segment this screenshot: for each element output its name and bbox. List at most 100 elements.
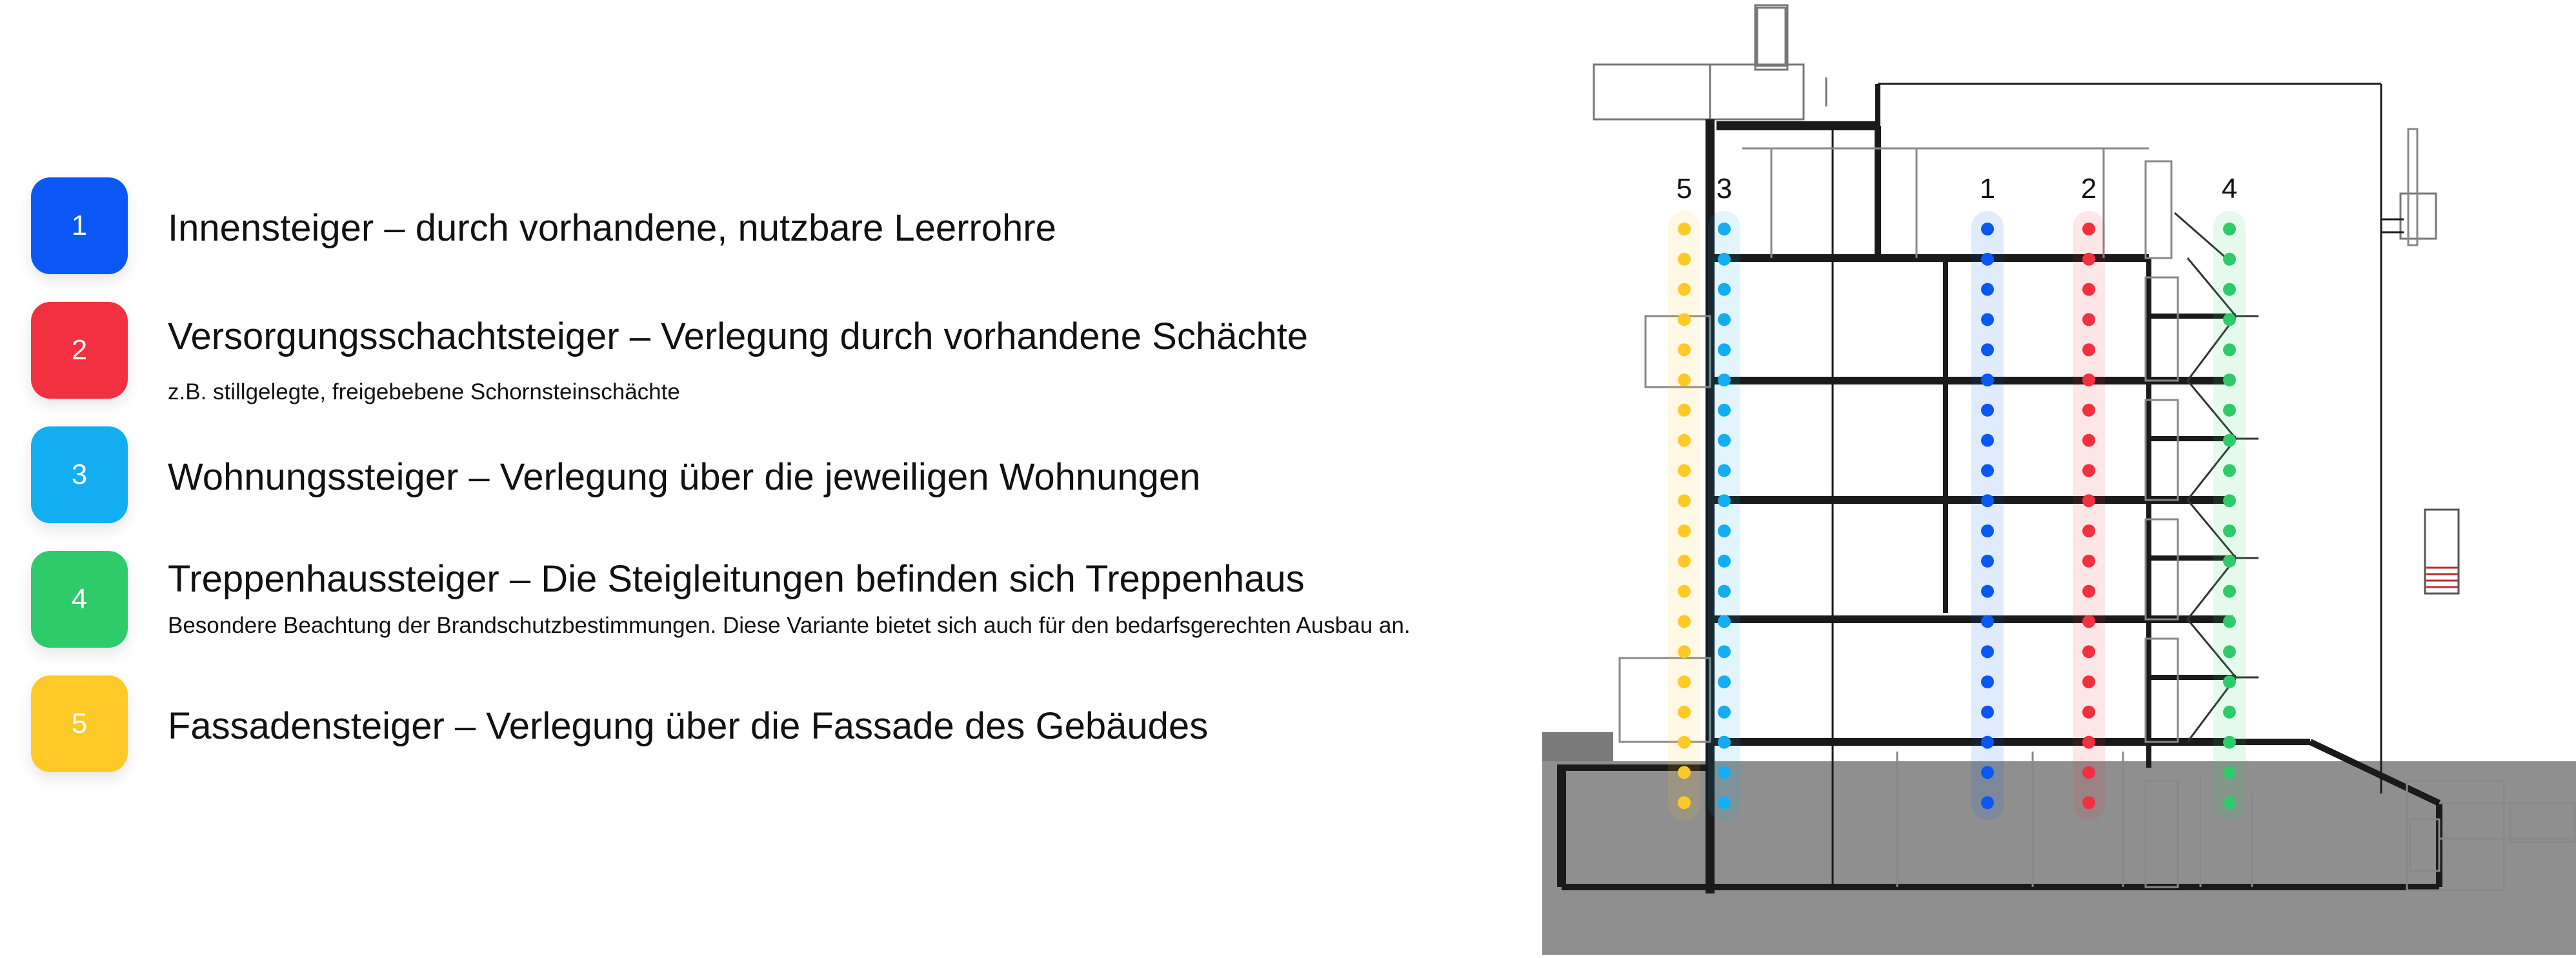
legend-title-2: Versorgungsschachtsteiger – Verlegung du… xyxy=(168,315,1308,357)
riser-5-dot xyxy=(1678,223,1691,235)
legend-subtitle-4: Besondere Beachtung der Brandschutzbesti… xyxy=(168,613,1411,638)
riser-5-dot xyxy=(1678,645,1691,659)
riser-4-dot xyxy=(2223,705,2236,719)
riser-3-dot xyxy=(1718,796,1731,810)
riser-1-dot xyxy=(1981,252,1994,266)
riser-1-dot xyxy=(1981,705,1994,719)
riser-3-dot xyxy=(1718,675,1731,688)
riser-4-dot xyxy=(2223,494,2236,508)
legend: 1 Innensteiger – durch vorhandene, nutzb… xyxy=(31,177,1411,772)
riser-5-dot xyxy=(1678,313,1691,326)
riser-2-dot xyxy=(2082,343,2095,357)
riser-5-dot xyxy=(1678,615,1691,628)
riser-3-dot xyxy=(1718,464,1731,477)
riser-1-dot xyxy=(1981,735,1994,749)
riser-2-label: 2 xyxy=(2081,173,2097,205)
ground-slope xyxy=(1542,732,1613,761)
badge-4: 4 xyxy=(31,551,128,648)
riser-5-dot xyxy=(1678,796,1691,810)
riser-4-dot xyxy=(2223,374,2236,386)
badge-1: 1 xyxy=(31,177,128,274)
riser-2-dot xyxy=(2082,645,2095,659)
riser-3-dot xyxy=(1718,494,1731,508)
riser-2-dot xyxy=(2082,283,2095,296)
riser-2-dot xyxy=(2082,705,2095,719)
riser-4-dot xyxy=(2223,223,2236,235)
riser-3-dot xyxy=(1718,524,1731,537)
building-section-drawing: 53 1 2 4 xyxy=(1542,4,2576,955)
riser-4-dot xyxy=(2223,283,2236,296)
landings xyxy=(2149,314,2236,680)
riser-1-label: 1 xyxy=(1980,173,1995,205)
riser-1-dot xyxy=(1981,615,1994,628)
riser-2-dot xyxy=(2082,796,2095,810)
riser-1-dot xyxy=(1981,524,1994,537)
legend-subtitle-2: z.B. stillgelegte, freigebebene Schornst… xyxy=(168,379,680,404)
riser-2-dot xyxy=(2082,584,2095,598)
riser-1-dot xyxy=(1981,223,1994,235)
riser-2-dot xyxy=(2082,374,2095,386)
riser-1-dot xyxy=(1981,403,1994,417)
riser-1-dot xyxy=(1981,313,1994,326)
riser-1-dot xyxy=(1981,283,1994,296)
riser-3-dot xyxy=(1718,735,1731,749)
riser-2-dot xyxy=(2082,252,2095,266)
riser-5-dot xyxy=(1678,403,1691,417)
riser-2-dot xyxy=(2082,434,2095,447)
riser-5-dot xyxy=(1678,343,1691,357)
riser-2-dot xyxy=(2082,615,2095,628)
riser-1-dot xyxy=(1981,645,1994,659)
riser-5-dot xyxy=(1678,766,1691,779)
badge-3: 3 xyxy=(31,426,128,523)
riser-3-track xyxy=(1708,211,1740,821)
riser-4-dot xyxy=(2223,584,2236,598)
legend-title-3: Wohnungssteiger – Verlegung über die jew… xyxy=(168,456,1201,498)
riser-2-dot xyxy=(2082,464,2095,477)
riser-3-dot xyxy=(1718,434,1731,447)
riser-4-dot xyxy=(2223,796,2236,810)
riser-5-dot xyxy=(1678,283,1691,296)
staircase xyxy=(2174,212,2259,743)
riser-1-dot xyxy=(1981,464,1994,477)
badge-5: 5 xyxy=(31,675,128,772)
riser-1-track xyxy=(1971,211,2004,821)
riser-5-label: 5 xyxy=(1676,173,1692,205)
riser-1-dot xyxy=(1981,434,1994,447)
riser-5-dot xyxy=(1678,464,1691,477)
riser-1-dot xyxy=(1981,494,1994,508)
riser-5-dot xyxy=(1678,584,1691,598)
riser-2-dot xyxy=(2082,766,2095,779)
badge-2: 2 xyxy=(31,302,128,399)
legend-title-4: Treppenhaussteiger – Die Steigleitungen … xyxy=(168,558,1305,600)
riser-4-dot xyxy=(2223,313,2236,326)
riser-5-dot xyxy=(1678,554,1691,568)
riser-3-dot xyxy=(1718,374,1731,386)
riser-5-dot xyxy=(1678,494,1691,508)
riser-2-dot xyxy=(2082,313,2095,326)
riser-4-label: 4 xyxy=(2222,173,2237,205)
riser-2-dot xyxy=(2082,675,2095,688)
legend-title-1: Innensteiger – durch vorhandene, nutzbar… xyxy=(168,207,1056,249)
riser-4-dot xyxy=(2223,766,2236,779)
riser-4-dot xyxy=(2223,403,2236,417)
riser-3-dot xyxy=(1718,343,1731,357)
riser-3-dot xyxy=(1718,554,1731,568)
riser-1-dot xyxy=(1981,343,1994,357)
riser-5-dot xyxy=(1678,434,1691,447)
riser-2-track xyxy=(2073,211,2105,821)
riser-3-dot xyxy=(1718,766,1731,779)
detail-lines xyxy=(1618,128,2576,892)
riser-1-dot xyxy=(1981,584,1994,598)
riser-4-dot xyxy=(2223,252,2236,266)
riser-5-dot xyxy=(1678,374,1691,386)
riser-3-dot xyxy=(1718,252,1731,266)
riser-3-label: 3 xyxy=(1716,173,1732,205)
riser-4-dot xyxy=(2223,735,2236,749)
riser-3-dot xyxy=(1718,584,1731,598)
riser-3-dot xyxy=(1718,223,1731,235)
riser-3-dot xyxy=(1718,645,1731,659)
riser-4-dot xyxy=(2223,675,2236,688)
riser-1-dot xyxy=(1981,796,1994,810)
riser-1-dot xyxy=(1981,675,1994,688)
